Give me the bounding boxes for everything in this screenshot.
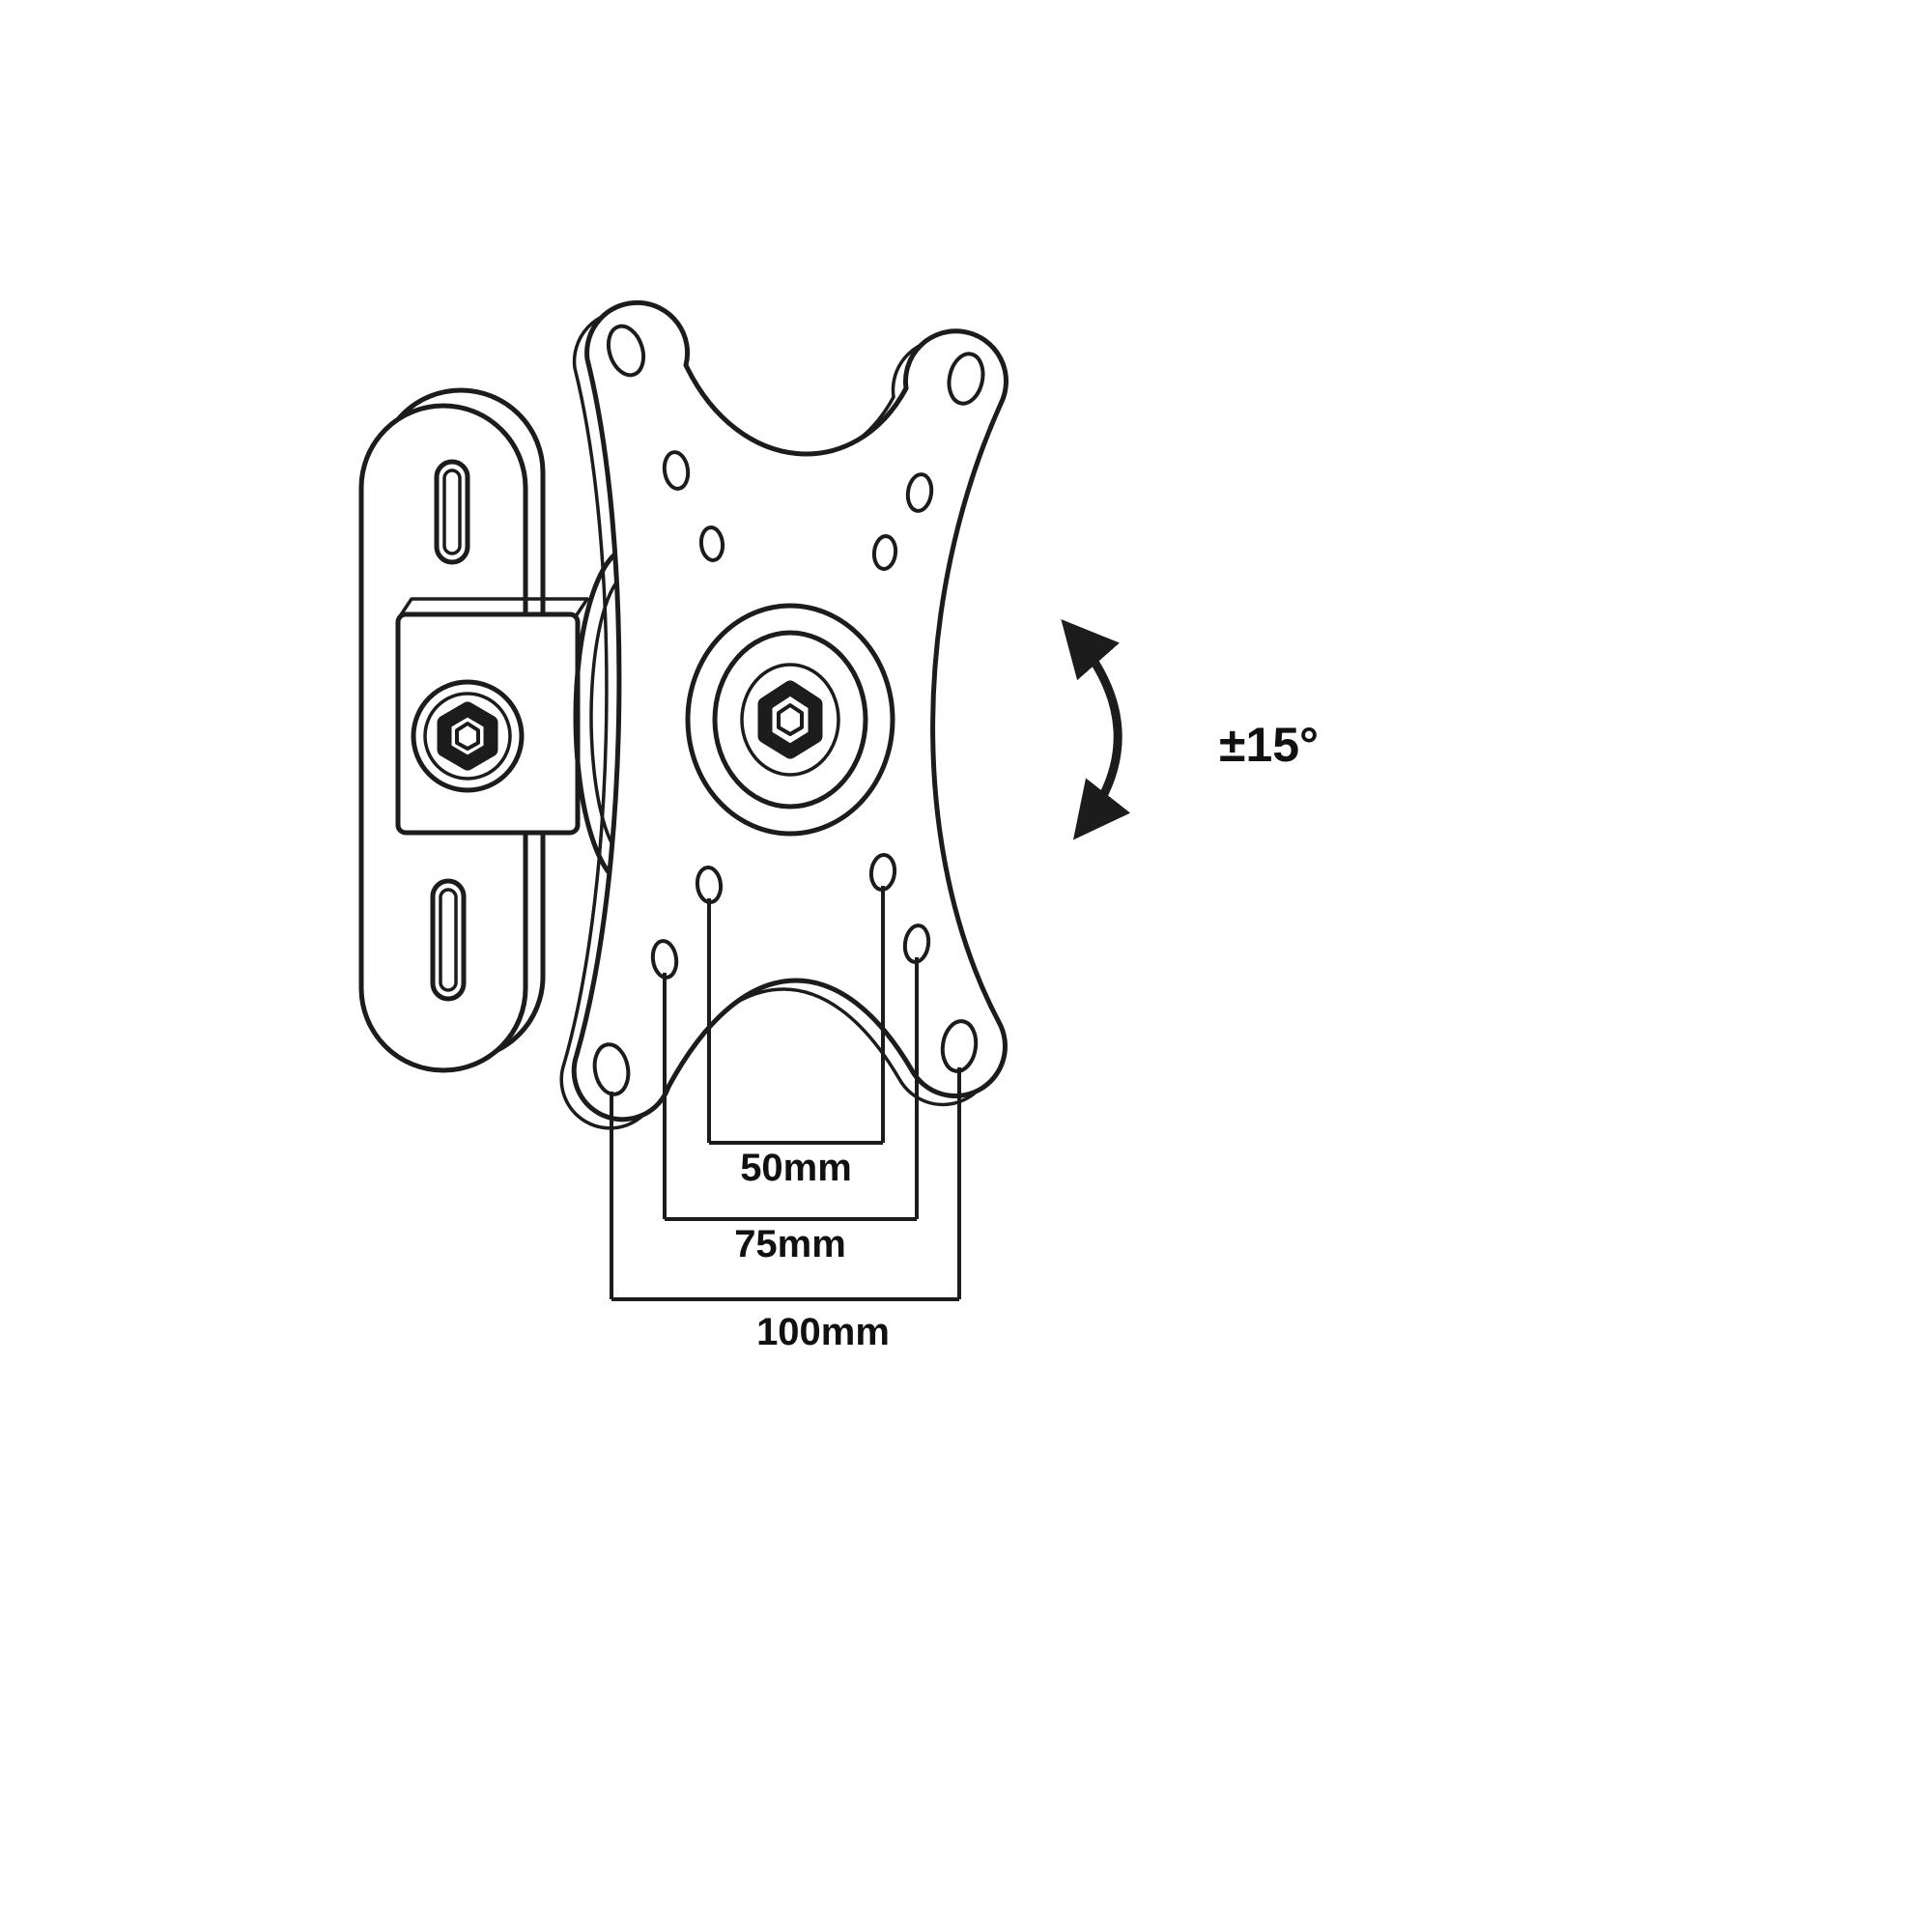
clamp-hex-socket xyxy=(437,701,498,771)
clamp-hex-bolt xyxy=(411,679,525,793)
pivot-hex-socket xyxy=(757,680,823,759)
vesa-hole-50mm-top-left xyxy=(698,526,725,562)
vesa-hole-50mm-bottom-left xyxy=(695,866,724,904)
tilt-arrow xyxy=(1061,619,1131,840)
dim-50mm-label: 50mm xyxy=(740,1147,852,1189)
dim-100mm-bracket xyxy=(610,1067,961,1301)
tilt-angle-label: ±15° xyxy=(1219,718,1319,772)
vesa-hole-75mm-bottom-right xyxy=(902,923,931,964)
vesa-hole-100mm-bottom-left xyxy=(592,1042,631,1096)
vesa-hole-100mm-top-right xyxy=(947,352,985,406)
vesa-hole-75mm-top-left xyxy=(662,450,691,491)
wall-plate-slot-bottom xyxy=(430,878,467,1002)
wall-plate-slot-top xyxy=(434,459,470,565)
pivot-hub xyxy=(685,603,895,837)
vesa-hole-100mm-bottom-right xyxy=(940,1019,979,1073)
vesa-hole-50mm-bottom-right xyxy=(868,853,897,892)
vesa-hole-75mm-bottom-left xyxy=(650,939,679,980)
clamp-block xyxy=(395,597,589,836)
vesa-hole-50mm-top-right xyxy=(871,534,898,571)
vesa-hole-100mm-top-left xyxy=(606,324,646,378)
dim-75mm-label: 75mm xyxy=(734,1223,846,1265)
vesa-plate xyxy=(559,302,1006,1130)
dim-100mm-label: 100mm xyxy=(756,1311,890,1353)
dim-50mm-bracket xyxy=(707,886,885,1145)
dim-75mm-bracket xyxy=(663,957,919,1221)
vesa-hole-75mm-top-right xyxy=(905,472,934,513)
